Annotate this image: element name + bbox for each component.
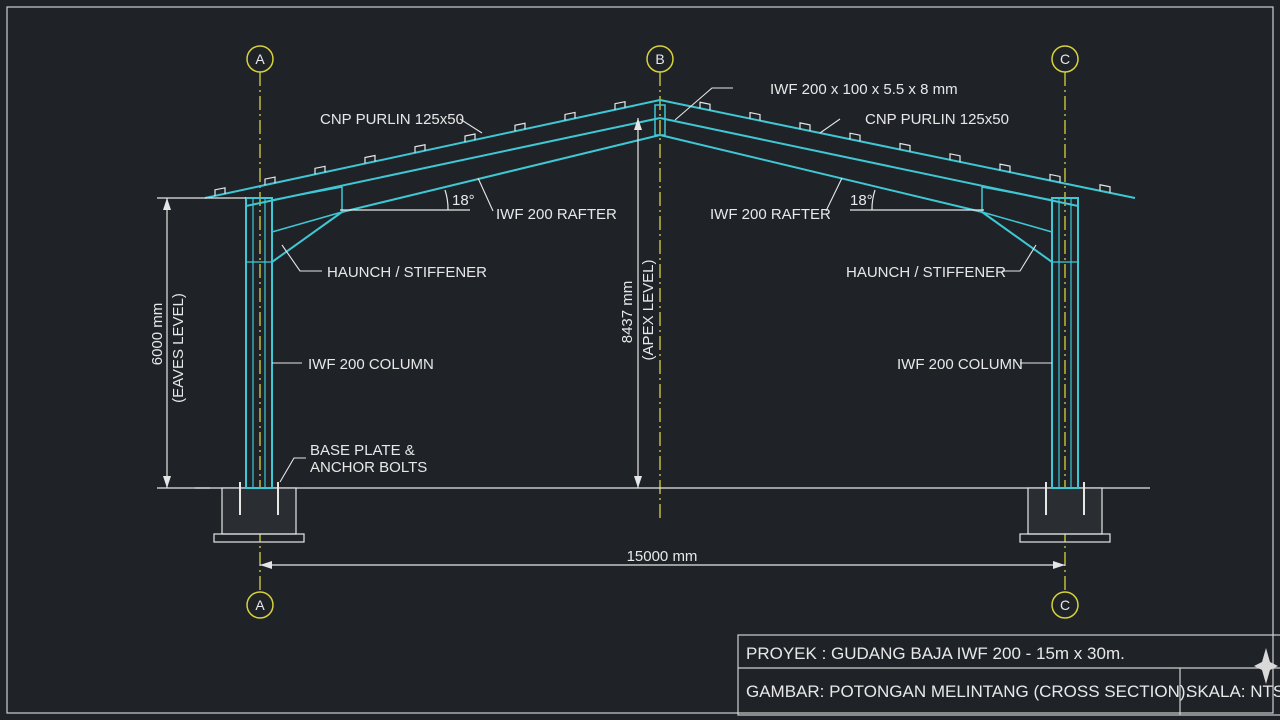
purlin-left [264, 176, 276, 186]
purlin-label-right: CNP PURLIN 125x50 [865, 111, 1009, 128]
rafter-right [659, 99, 1136, 213]
sparkle-icon [1254, 648, 1278, 684]
column-left [245, 197, 273, 489]
purlin-left [614, 100, 626, 110]
purlins [214, 100, 1111, 196]
rafter-left [204, 99, 661, 213]
foundation-right [1019, 482, 1111, 543]
eaves-dimension-label: (EAVES LEVEL) [170, 293, 187, 403]
title-project: PROYEK : GUDANG BAJA IWF 200 - 15m x 30m… [746, 644, 1125, 663]
base-plate-label-line2: ANCHOR BOLTS [310, 459, 427, 476]
grid-axes [259, 72, 1066, 592]
purlin-left [314, 165, 326, 175]
purlin-left [214, 187, 226, 196]
eaves-dimension-value: 6000 mm [149, 303, 166, 366]
sheet-border [6, 6, 1274, 714]
purlin-left [514, 122, 526, 132]
span-dimension-value: 15000 mm [627, 548, 698, 565]
purlin-right [749, 111, 761, 121]
purlin-right [999, 163, 1011, 173]
grid-bubble-c-top[interactable]: C [1051, 45, 1079, 73]
purlin-right [949, 153, 961, 162]
purlin-right [1049, 173, 1061, 183]
purlin-left [464, 133, 476, 142]
haunch-label-right: HAUNCH / STIFFENER [846, 264, 1006, 281]
haunch-label-left: HAUNCH / STIFFENER [327, 264, 487, 281]
rafter-label-left: IWF 200 RAFTER [496, 206, 617, 223]
title-block: PROYEK : GUDANG BAJA IWF 200 - 15m x 30m… [737, 634, 1280, 716]
purlin-right [899, 142, 911, 152]
grid-label: C [1060, 51, 1070, 67]
grid-bubble-b-top[interactable]: B [646, 45, 674, 73]
purlin-right [1099, 184, 1111, 193]
purlin-left [364, 154, 376, 164]
grid-label: B [655, 51, 664, 67]
apex-section-label: IWF 200 x 100 x 5.5 x 8 mm [770, 81, 958, 98]
rafter-label-right: IWF 200 RAFTER [710, 206, 831, 223]
purlin-right [699, 101, 711, 111]
title-scale: SKALA: NTS [1186, 682, 1280, 701]
leader-lines [272, 87, 1052, 483]
angle-marker-right [850, 189, 984, 211]
column-label-left: IWF 200 COLUMN [308, 356, 434, 373]
grid-bubble-a-top[interactable]: A [246, 45, 274, 73]
dimension-apex [634, 118, 642, 488]
purlin-right [799, 122, 811, 131]
angle-marker-left [340, 189, 470, 211]
grid-label: C [1060, 597, 1070, 613]
grid-label: A [255, 597, 265, 613]
grid-bubble-a-bottom[interactable]: A [246, 591, 274, 619]
dimension-eaves [157, 197, 246, 489]
apex-plate [654, 104, 666, 136]
column-right [1051, 197, 1079, 489]
base-plate-label-line1: BASE PLATE & [310, 442, 415, 459]
title-drawing: GAMBAR: POTONGAN MELINTANG (CROSS SECTIO… [746, 682, 1190, 701]
purlin-left [564, 111, 576, 121]
grid-bubble-c-bottom[interactable]: C [1051, 591, 1079, 619]
dimension-span [260, 561, 1065, 569]
apex-dimension-value: 8437 mm [619, 281, 636, 344]
purlin-right [849, 132, 861, 142]
apex-dimension-label: (APEX LEVEL) [640, 260, 657, 361]
grid-label: A [255, 51, 265, 67]
foundation-left [213, 482, 305, 543]
column-label-right: IWF 200 COLUMN [897, 356, 1023, 373]
angle-label-left: 18° [452, 192, 475, 209]
purlin-left [414, 144, 426, 153]
angle-label-right: 18° [850, 192, 873, 209]
purlin-label-left: CNP PURLIN 125x50 [320, 111, 464, 128]
